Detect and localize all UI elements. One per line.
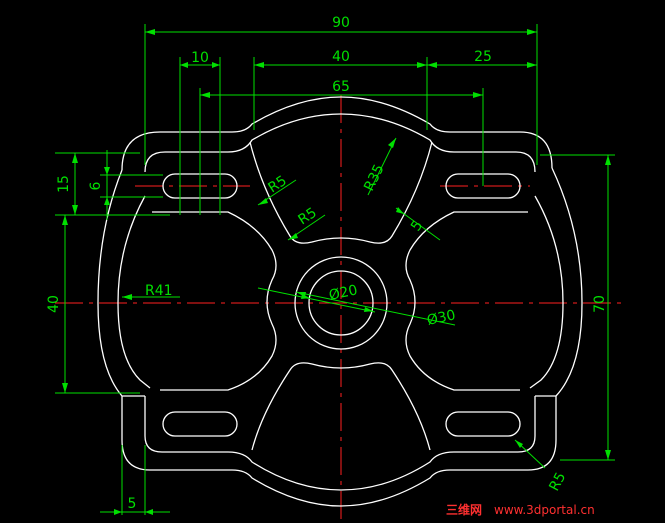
dim-overall-height: 70 [592, 295, 608, 313]
right-window [405, 211, 528, 391]
dim-height-40: 40 [46, 295, 62, 313]
inner-left-lobe [117, 195, 151, 389]
outer-right-lobe [535, 167, 583, 397]
bore-circle [308, 270, 374, 336]
inner-top-edge [144, 113, 536, 173]
dim-bottom-5: 5 [128, 496, 137, 512]
dim-radius-5-corner: R5 [546, 470, 569, 494]
part-outline [97, 96, 583, 507]
slot-bottom-right [445, 411, 521, 437]
outer-bottom-edge [121, 396, 557, 507]
dim-slot-height: 6 [88, 181, 104, 190]
dim-bore-diameter: Ø20 [328, 282, 360, 304]
dimension-lines [55, 24, 615, 515]
watermark-url: www.3dportal.cn [494, 503, 595, 517]
outer-top-edge [121, 96, 553, 171]
lower-window [251, 362, 431, 451]
web-windows [152, 141, 528, 451]
dim-height-15: 15 [56, 175, 72, 193]
watermark: 三维网 www.3dportal.cn [446, 502, 595, 517]
dim-right-offset: 25 [474, 49, 492, 65]
inner-right-lobe [529, 195, 564, 389]
dimension-texts: 90 10 40 25 65 15 6 40 70 5 R5 R5 R35 5 … [46, 15, 608, 512]
watermark-brand: 三维网 [446, 502, 482, 517]
dim-overall-width: 90 [332, 15, 350, 31]
centerlines [55, 95, 625, 520]
dim-boss-diameter: Ø30 [426, 307, 458, 329]
dim-hole-spacing-40: 40 [332, 49, 350, 65]
boss-circle [294, 256, 388, 350]
upper-window [249, 141, 433, 244]
dim-hole-spacing-65: 65 [332, 79, 350, 95]
inner-bottom-edge [144, 396, 536, 491]
outer-left-lobe [97, 169, 145, 397]
dim-radius-41: R41 [145, 283, 173, 299]
slot-bottom-left [162, 411, 238, 437]
slots [162, 173, 521, 437]
left-window [152, 211, 277, 391]
dim-slot-width: 10 [191, 50, 209, 66]
